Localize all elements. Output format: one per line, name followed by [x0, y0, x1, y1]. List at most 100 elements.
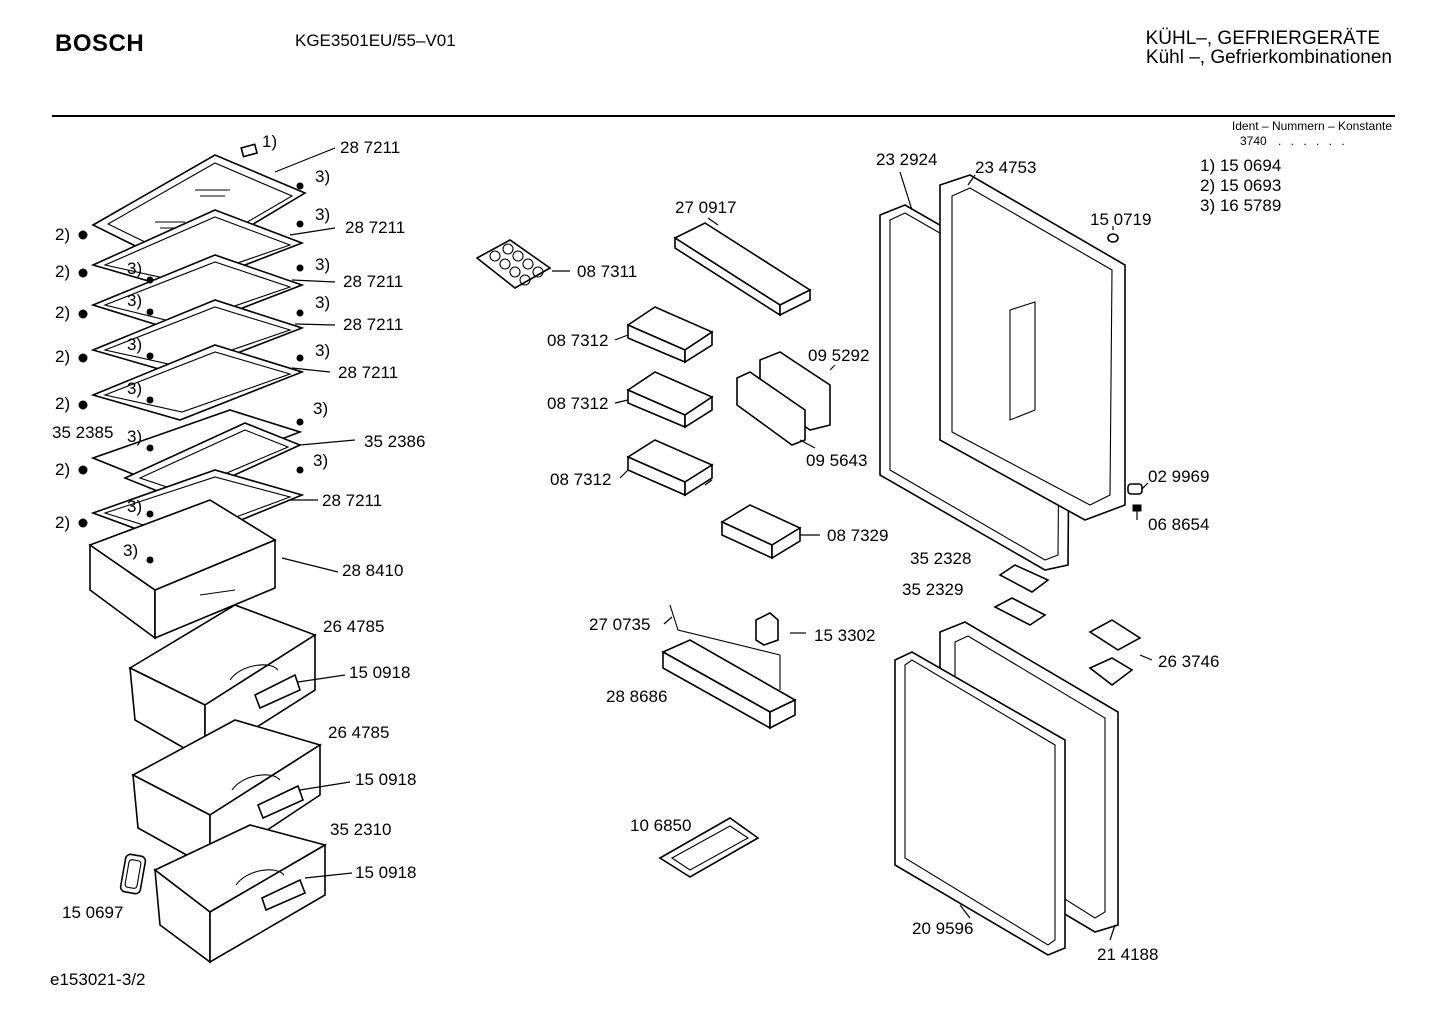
- bottle-holder[interactable]: [736, 351, 836, 449]
- shelf-4[interactable]: [90, 299, 336, 376]
- shelf-5[interactable]: [90, 344, 331, 421]
- callout-label: 06 8654: [1148, 515, 1209, 534]
- bin-clip: [755, 612, 806, 646]
- callout-label: 20 9596: [912, 919, 973, 938]
- callout-label: 21 4188: [1097, 945, 1158, 964]
- hinge-bracket[interactable]: [1088, 619, 1153, 687]
- callout-label: 09 5292: [808, 346, 869, 365]
- marker-2: 2): [55, 394, 70, 413]
- callout-labels: 28 7211 28 7211 28 7211 28 7211 28 7211 …: [52, 138, 1219, 964]
- callout-label: 15 0697: [62, 903, 123, 922]
- callout-label: 23 2924: [876, 150, 937, 169]
- lower-crate[interactable]: [88, 499, 339, 640]
- marker-3: 3): [313, 451, 328, 470]
- marker-3: 3): [315, 341, 330, 360]
- callout-label: 28 7211: [343, 272, 403, 291]
- brand-logo: BOSCH: [55, 30, 145, 57]
- marker-3: 3): [315, 205, 330, 224]
- door-bin-small-1[interactable]: [626, 306, 714, 364]
- door-bin-lower[interactable]: [661, 604, 797, 730]
- door-bin-mid[interactable]: [720, 504, 820, 560]
- top-clip-1: [240, 143, 259, 158]
- callout-label: 08 7312: [550, 470, 611, 489]
- drawer-3[interactable]: [153, 824, 353, 964]
- ident-ref-2: 2) 15 0693: [1200, 176, 1282, 195]
- marker-3: 3): [123, 541, 138, 560]
- freezer-door-gasket[interactable]: [894, 651, 1066, 956]
- upper-door-liner[interactable]: [939, 174, 1126, 521]
- callout-label: 08 7329: [827, 526, 888, 545]
- model-number: KGE3501EU/55–V01: [295, 31, 456, 50]
- callout-label: 26 4785: [323, 617, 384, 636]
- split-shelf[interactable]: [90, 409, 356, 501]
- callout-label: 35 2328: [910, 549, 971, 568]
- marker-2: 2): [55, 513, 70, 532]
- callout-label: 10 6850: [630, 816, 691, 835]
- door-cap: [1127, 482, 1149, 495]
- drawing-id: e153021-3/2: [50, 970, 146, 989]
- callout-label: 28 8410: [342, 561, 403, 580]
- callout-label: 08 7311: [577, 262, 637, 281]
- ident-code: 3740: [1240, 134, 1267, 148]
- callout-label: 23 4753: [975, 158, 1036, 177]
- footnote-markers: 1) 2) 2) 2) 2) 2) 2) 2) 3) 3) 3) 3) 3) 3…: [55, 132, 330, 560]
- marker-3: 3): [127, 259, 142, 278]
- callout-label: 08 7312: [547, 394, 608, 413]
- callout-label: 09 5643: [806, 451, 867, 470]
- callout-label: 27 0735: [589, 615, 650, 634]
- callout-label: 27 0917: [675, 198, 736, 217]
- marker-2: 2): [55, 347, 70, 366]
- marker-3: 3): [315, 255, 330, 274]
- callout-label: 35 2386: [364, 432, 425, 451]
- door-screw: [1132, 504, 1142, 520]
- marker-3: 3): [127, 335, 142, 354]
- door-bin-top[interactable]: [673, 222, 812, 317]
- callout-label: 35 2385: [52, 423, 113, 442]
- callout-label: 02 9969: [1148, 467, 1209, 486]
- callout-label: 28 7211: [343, 315, 403, 334]
- egg-tray[interactable]: [475, 239, 570, 289]
- callout-label: 08 7312: [547, 331, 608, 350]
- marker-2: 2): [55, 262, 70, 281]
- callout-label: 28 7211: [338, 363, 398, 382]
- upper-door-hinge-cap: [1107, 226, 1119, 243]
- marker-2: 2): [55, 225, 70, 244]
- leader-lines-middle: [614, 217, 719, 625]
- callout-label: 28 7211: [340, 138, 400, 157]
- callout-label: 28 7211: [345, 218, 405, 237]
- callout-label: 28 7211: [322, 491, 382, 510]
- door-bin-small-2[interactable]: [626, 371, 714, 429]
- ident-dots: . . . . . .: [1278, 134, 1348, 148]
- callout-label: 35 2329: [902, 580, 963, 599]
- ice-tray[interactable]: [658, 817, 760, 878]
- marker-1: 1): [262, 132, 277, 151]
- callout-label: 28 8686: [606, 687, 667, 706]
- category-subtitle: Kühl –, Gefrierkombinationen: [1145, 47, 1392, 68]
- hinge-cover-2[interactable]: [993, 597, 1047, 626]
- marker-2: 2): [55, 303, 70, 322]
- callout-label: 15 0918: [355, 863, 416, 882]
- clip-icons: [78, 182, 304, 564]
- marker-2: 2): [55, 460, 70, 479]
- header-divider: [52, 115, 1395, 117]
- leader-lines-right: [899, 171, 1116, 941]
- marker-3: 3): [127, 291, 142, 310]
- marker-3: 3): [127, 379, 142, 398]
- hinge-cover-1[interactable]: [998, 564, 1050, 593]
- marker-3: 3): [315, 167, 330, 186]
- marker-3: 3): [315, 293, 330, 312]
- callout-label: 35 2310: [330, 820, 391, 839]
- ident-ref-3: 3) 16 5789: [1200, 196, 1282, 215]
- marker-3: 3): [127, 427, 142, 446]
- shelf-3[interactable]: [90, 254, 336, 333]
- callout-label: 15 0918: [349, 663, 410, 682]
- ident-ref-1: 1) 15 0694: [1200, 156, 1282, 175]
- callout-label: 15 0719: [1090, 210, 1151, 229]
- door-bin-small-3[interactable]: [626, 439, 714, 497]
- category-title: KÜHL–, GEFRIERGERÄTE: [1145, 28, 1380, 49]
- callout-label: 26 3746: [1158, 652, 1219, 671]
- ident-title: Ident – Nummern – Konstante: [1231, 119, 1392, 133]
- callout-label: 15 3302: [814, 626, 875, 645]
